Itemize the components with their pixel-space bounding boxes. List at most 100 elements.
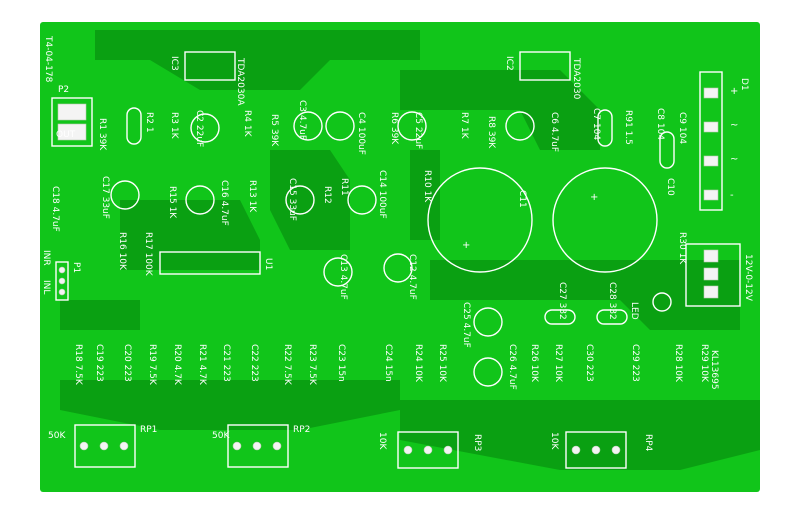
rp3-value: 10K (377, 432, 387, 450)
r11-label: R11 (339, 178, 349, 196)
c22-label: C22 223 (249, 344, 259, 382)
d1-ac2: ~ (730, 154, 738, 165)
r5-label: R5 39K (269, 114, 279, 147)
ic2-ref: IC2 (504, 56, 514, 71)
r18-label: R18 7.5K (73, 344, 83, 386)
r22-label: R22 7.5K (282, 344, 292, 386)
small-electrolytics (110, 111, 535, 387)
rp3-ref: RP3 (472, 434, 482, 451)
connector-p2: P2 OUT (51, 85, 93, 147)
r17-label: R17 100K (143, 232, 153, 277)
r19-label: R19 7.5K (147, 344, 157, 386)
c11-label: C11 (517, 190, 527, 208)
r2-label: R2 1 (144, 112, 154, 133)
out-label: OUT (56, 130, 76, 140)
power-label: 12V-0-12V (743, 254, 753, 302)
ic3-footprint: IC3 TDA2030A (169, 51, 245, 106)
capacitor-c11: C11 + (427, 167, 533, 273)
c24-label: C24 15n (383, 344, 393, 382)
c10-plus: + (590, 192, 598, 203)
c25-label: C25 4.7uF (461, 302, 471, 348)
c5-label: C5 22uF (413, 112, 423, 149)
r4-label: R4 1K (242, 110, 252, 138)
r13-label: R13 1K (247, 180, 257, 213)
pot-rp2: 50K RP2 (212, 424, 310, 468)
capacitor-c10: C10 + (552, 167, 675, 273)
power-terminal: 12V-0-12V (685, 243, 753, 307)
r23-label: R23 7.5K (307, 344, 317, 386)
r10-label: R10 1K (422, 170, 432, 203)
version-code: KL13695 (709, 350, 719, 390)
c3-label: C3 4.7uF (297, 100, 307, 140)
r1-label: R1 39K (97, 118, 107, 151)
c17-label: C17 33uF (100, 176, 110, 219)
c14-label: C14 100uF (377, 170, 387, 219)
c8-label: C8 104 (655, 108, 665, 140)
led-label: LED (629, 302, 639, 320)
led: LED (629, 292, 672, 320)
rp1-value: 50K (48, 431, 66, 441)
r29-label: R29 10K (699, 344, 709, 383)
d1-minus: - (730, 190, 734, 201)
rp4-value: 10K (549, 432, 559, 450)
c30-label: C30 223 (584, 344, 594, 382)
rp2-ref: RP2 (293, 425, 310, 435)
rp1-ref: RP1 (140, 425, 157, 435)
r21-label: R21 4.7K (197, 344, 207, 386)
c12-label: C12 4.7uF (407, 254, 417, 300)
c11-plus: + (462, 240, 470, 251)
r12-label: R12 (322, 186, 332, 204)
ic3-part: TDA2030A (235, 57, 245, 106)
c10-label: C10 (665, 178, 675, 196)
inl-label: INL (41, 280, 51, 294)
c28-label: C28 332 (607, 282, 617, 320)
r20-label: R20 4.7K (172, 344, 182, 386)
r27-label: R27 10K (553, 344, 563, 383)
c7-label: C7 104 (591, 108, 601, 140)
pot-rp1: 50K RP1 (48, 424, 157, 468)
date-code: T4-04-178 (43, 35, 53, 83)
c4-label: C4 100uF (356, 112, 366, 155)
c16-label: C16 4.7uF (219, 180, 229, 226)
d1-label: D1 (739, 78, 749, 91)
c20-label: C20 223 (122, 344, 132, 382)
copper-traces (60, 30, 760, 470)
d1-ac1: ~ (730, 120, 738, 131)
c13-label: C13 4.7uF (338, 254, 348, 300)
r6-label: R6 39K (389, 112, 399, 145)
r8-label: R8 39K (486, 116, 496, 149)
c27-label: C27 332 (557, 282, 567, 320)
r16-label: R16 10K (117, 232, 127, 271)
c19-label: C19 223 (94, 344, 104, 382)
pot-rp3: 10K RP3 (377, 431, 482, 469)
p2-label: P2 (58, 85, 69, 95)
r25-label: R25 10K (437, 344, 447, 383)
c29-label: C29 223 (630, 344, 640, 382)
c6-label: C6 4.7uF (549, 112, 559, 152)
r26-label: R26 10K (529, 344, 539, 383)
r30-label: R30 1K (677, 232, 687, 265)
p1-label: P1 (71, 262, 81, 273)
c18-label: C18 4.7uF (50, 186, 60, 232)
d1-plus: + (730, 86, 738, 97)
c26-label: C26 4.7uF (507, 344, 517, 390)
u1-footprint: U1 (159, 251, 273, 275)
ic2-footprint: IC2 TDA2030 (504, 51, 581, 100)
r7-label: R7 1K (459, 112, 469, 140)
r91-label: R91 1.5 (623, 110, 633, 145)
pot-rp4: 10K RP4 (549, 431, 653, 469)
c23-label: C23 15n (336, 344, 346, 382)
u1-label: U1 (263, 258, 273, 270)
film-caps (126, 107, 675, 325)
r28-label: R28 10K (673, 344, 683, 383)
rp4-ref: RP4 (643, 434, 653, 452)
inr-label: INR (41, 250, 51, 266)
bridge-d1: D1 + ~ ~ - (699, 71, 749, 211)
ic2-part: TDA2030 (571, 57, 581, 100)
c21-label: C21 223 (221, 344, 231, 382)
rp2-value: 50K (212, 431, 230, 441)
c9-label: C9 104 (677, 112, 687, 144)
r24-label: R24 10K (413, 344, 423, 383)
